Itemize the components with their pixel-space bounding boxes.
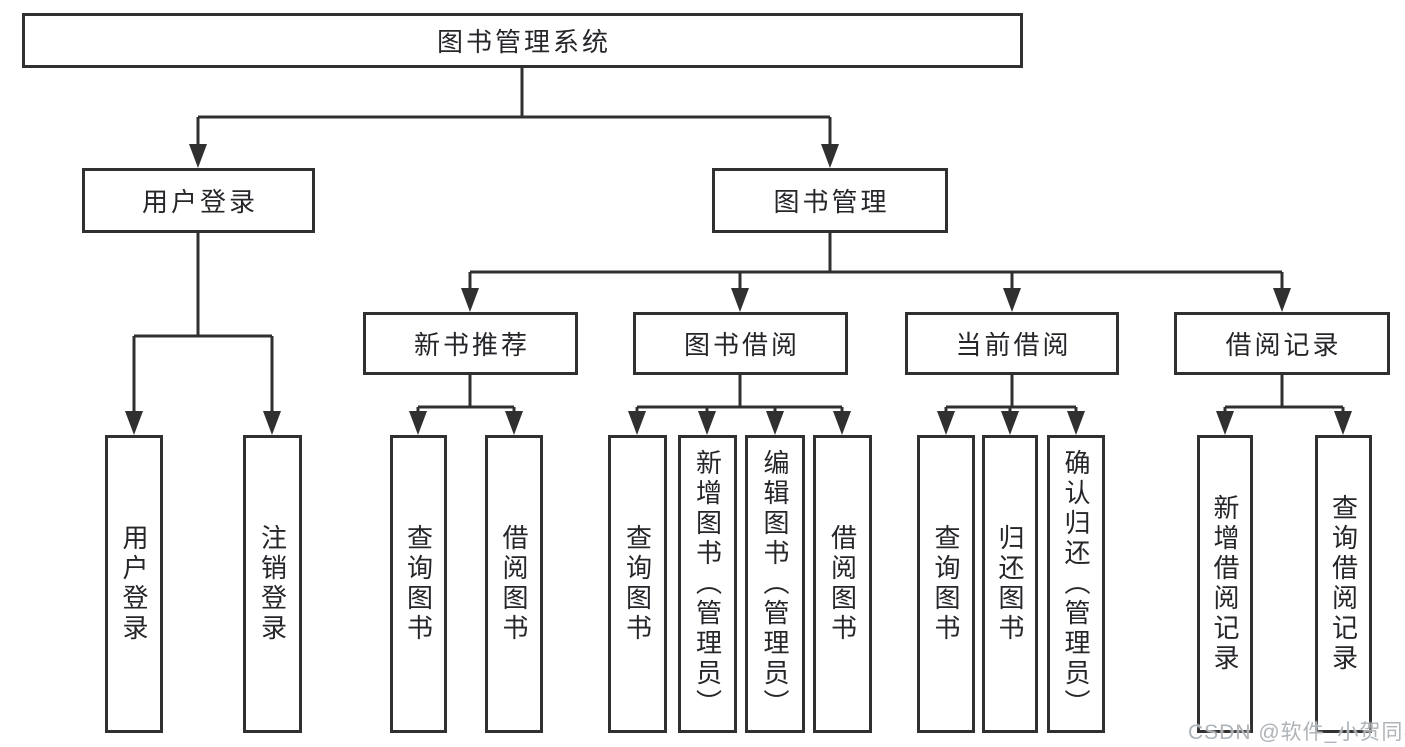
node-label: 借阅图书 [499, 524, 529, 644]
node-label: 借阅图书 [827, 524, 858, 644]
node-add-borrowing-record: 新增借阅记录 [1197, 435, 1253, 733]
node-label: 查询借阅记录 [1328, 494, 1359, 674]
node-label: 新书推荐 [413, 330, 530, 360]
node-return-books: 归还图书 [982, 435, 1038, 733]
node-book-borrowing: 图书借阅 [633, 312, 848, 375]
node-logout: 注销登录 [243, 435, 302, 733]
node-label: 用户登录 [141, 187, 258, 217]
node-label: 查询图书 [403, 524, 434, 644]
node-add-books-admin: 新增图书（管理员） [678, 435, 737, 733]
node-query-borrowing-record: 查询借阅记录 [1315, 435, 1372, 733]
node-library-management-system: 图书管理系统 [22, 13, 1023, 68]
node-label: 查询图书 [622, 524, 653, 644]
node-label: 图书管理系统 [436, 27, 611, 57]
node-edit-books-admin: 编辑图书（管理员） [745, 435, 805, 733]
node-current-borrowing: 当前借阅 [905, 312, 1119, 375]
node-label: 图书管理 [773, 187, 890, 217]
node-label: 当前借阅 [955, 330, 1072, 360]
node-user-login: 用户登录 [105, 435, 163, 733]
node-query-books-borrowing: 查询图书 [608, 435, 667, 733]
node-label: 新增借阅记录 [1210, 494, 1240, 674]
node-new-book-recommendation: 新书推荐 [363, 312, 578, 375]
node-label: 借阅记录 [1225, 330, 1342, 360]
csdn-watermark: CSDN @软件_小贺同学 [1188, 721, 1405, 744]
node-label: 新增图书（管理员） [692, 449, 723, 719]
node-label: 图书借阅 [683, 330, 800, 360]
node-book-management: 图书管理 [712, 168, 948, 233]
node-confirm-return-admin: 确认归还（管理员） [1047, 435, 1105, 733]
node-borrowing-records: 借阅记录 [1174, 312, 1390, 375]
node-label: 归还图书 [995, 524, 1025, 644]
node-label: 编辑图书（管理员） [760, 449, 790, 719]
node-label: 用户登录 [119, 524, 149, 644]
node-borrow-books-recommendation: 借阅图书 [485, 435, 543, 733]
node-label: 注销登录 [257, 524, 288, 644]
node-borrow-books: 借阅图书 [813, 435, 872, 733]
node-user-login-branch: 用户登录 [82, 168, 315, 233]
node-query-books-recommendation: 查询图书 [390, 435, 447, 733]
node-label: 查询图书 [931, 524, 961, 644]
node-label: 确认归还（管理员） [1061, 449, 1091, 719]
node-query-books-current: 查询图书 [917, 435, 975, 733]
